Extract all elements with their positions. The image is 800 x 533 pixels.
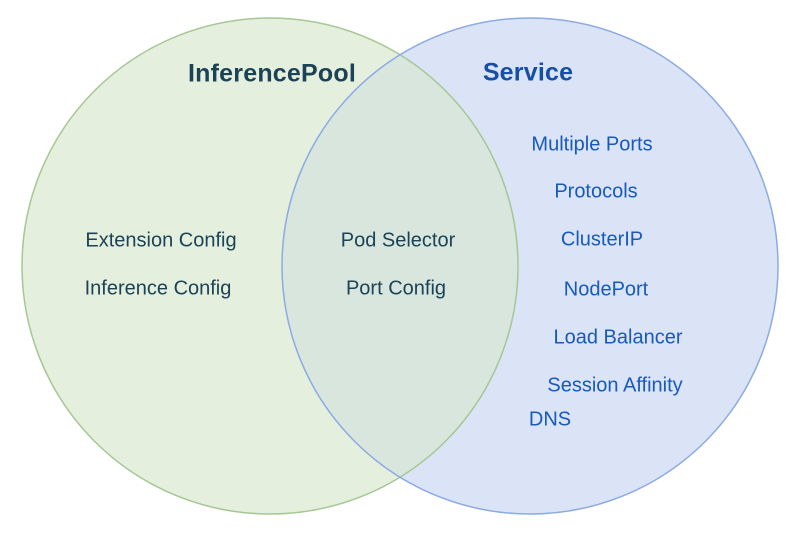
intersection-region — [282, 18, 518, 514]
service-item-session-affinity: Session Affinity — [547, 374, 683, 397]
service-item-protocols: Protocols — [554, 180, 638, 203]
inferencepool-item-extension-config: Extension Config — [85, 229, 237, 252]
service-circle-outline — [281, 17, 779, 515]
service-title: Service — [482, 58, 574, 87]
service-item-clusterip: ClusterIP — [560, 228, 644, 251]
service-item-nodeport: NodePort — [563, 278, 649, 301]
inferencepool-circle-outline — [21, 17, 519, 515]
intersection-item-pod-selector: Pod Selector — [340, 229, 456, 252]
inferencepool-item-inference-config: Inference Config — [84, 277, 232, 300]
intersection-item-port-config: Port Config — [345, 277, 447, 300]
service-item-multiple-ports: Multiple Ports — [531, 133, 653, 156]
service-item-load-balancer: Load Balancer — [553, 326, 683, 349]
service-item-dns: DNS — [528, 408, 572, 431]
inferencepool-title: InferencePool — [188, 59, 356, 88]
